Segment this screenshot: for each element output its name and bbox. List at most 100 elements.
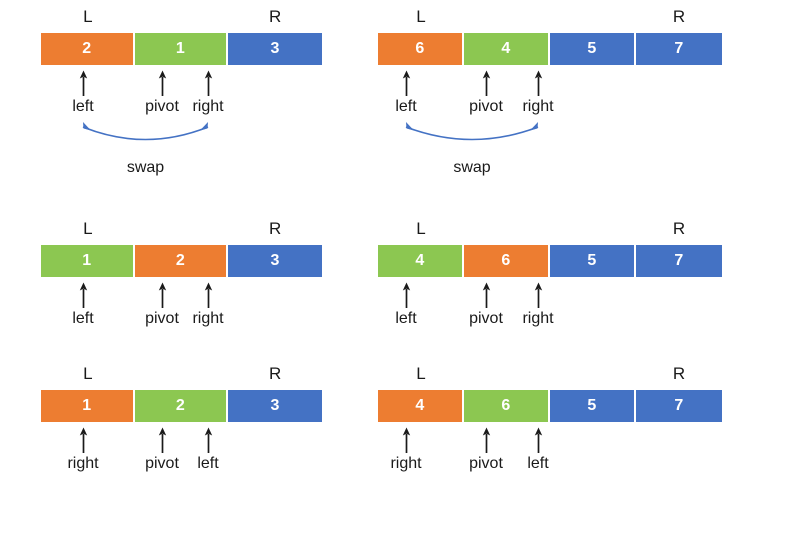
array-cell[interactable]: 5	[550, 245, 636, 277]
swap-label: swap	[453, 159, 491, 176]
arrow-up-icon	[371, 427, 441, 453]
array-cell[interactable]: 2	[134, 390, 229, 422]
array-cell[interactable]: 6	[464, 245, 550, 277]
array-cell[interactable]: 7	[636, 245, 722, 277]
array-cell-value: 7	[674, 397, 684, 414]
pointer-label: left	[197, 455, 219, 472]
array-bar: 4 6 5 7	[378, 390, 722, 422]
array-cell[interactable]: 6	[464, 390, 550, 422]
arrow-up-icon	[451, 282, 521, 308]
pointer-label: left	[395, 98, 417, 115]
pointer-marker: left	[371, 282, 441, 328]
arrow-up-icon	[48, 70, 118, 96]
array-cell-value: 5	[587, 40, 597, 57]
array-cell-value: 2	[175, 252, 186, 269]
array-cell[interactable]: 1	[41, 245, 135, 277]
array-cell[interactable]: 1	[41, 390, 135, 422]
array-cell[interactable]: 5	[550, 33, 636, 65]
pointer-marker: left	[48, 282, 118, 328]
arrow-up-icon	[503, 70, 573, 96]
array-cell[interactable]: 4	[378, 245, 464, 277]
swap-arc-icon	[400, 120, 544, 159]
pointer-marker: pivot	[451, 427, 521, 473]
arrow-up-icon	[503, 427, 573, 453]
array-cell-value: 1	[175, 40, 186, 57]
bound-label-left: L	[83, 364, 93, 383]
pointer-marker: pivot	[451, 282, 521, 328]
arrow-up-icon	[503, 282, 573, 308]
pointer-label: pivot	[145, 98, 179, 115]
arrow-up-icon	[371, 282, 441, 308]
pointer-marker: left	[503, 427, 573, 473]
array-cell[interactable]: 5	[550, 390, 636, 422]
arrow-up-icon	[451, 427, 521, 453]
pointer-label: right	[390, 455, 422, 472]
pointer-marker: pivot	[127, 427, 197, 473]
arrow-up-icon	[173, 70, 243, 96]
array-cell-value: 5	[587, 252, 597, 269]
array-cell[interactable]: 3	[228, 33, 322, 65]
array-cell[interactable]: 2	[41, 33, 135, 65]
pointer-marker: left	[173, 427, 243, 473]
pointer-label: right	[67, 455, 99, 472]
pointer-label: pivot	[469, 98, 503, 115]
array-cell-value: 1	[82, 397, 92, 414]
pointer-label: left	[527, 455, 549, 472]
pointer-label: right	[192, 310, 224, 327]
pointer-marker: pivot	[451, 70, 521, 116]
array-bar: 4 6 5 7	[378, 245, 722, 277]
array-cell[interactable]: 6	[378, 33, 464, 65]
bound-label-right: R	[269, 219, 282, 238]
array-cell[interactable]: 4	[464, 33, 550, 65]
array-cell[interactable]: 7	[636, 33, 722, 65]
bound-label-left: L	[83, 7, 93, 26]
arrow-up-icon	[371, 70, 441, 96]
pointer-marker: right	[503, 70, 573, 116]
array-cell-value: 4	[415, 397, 425, 414]
bound-label-left: L	[416, 219, 426, 238]
pointer-marker: pivot	[127, 282, 197, 328]
array-cell[interactable]: 7	[636, 390, 722, 422]
array-cell-value: 3	[270, 40, 280, 57]
array-bar: 1 2 3	[41, 390, 322, 422]
array-cell-value: 6	[501, 397, 511, 414]
array-cell-value: 2	[175, 397, 186, 414]
bound-label-right: R	[672, 7, 686, 26]
array-cell[interactable]: 2	[134, 245, 229, 277]
arrow-up-icon	[173, 427, 243, 453]
pointer-marker: left	[371, 70, 441, 116]
array-cell-value: 7	[674, 252, 684, 269]
bound-label-right: R	[269, 364, 282, 383]
array-cell[interactable]: 3	[228, 245, 322, 277]
pointer-label: pivot	[469, 455, 503, 472]
pointer-label: right	[522, 98, 554, 115]
arrow-up-icon	[127, 282, 197, 308]
arrow-up-icon	[127, 70, 197, 96]
array-bar: 1 2 3	[41, 245, 322, 277]
pointer-marker: pivot	[127, 70, 197, 116]
array-cell-value: 3	[270, 397, 280, 414]
bound-label-right: R	[672, 219, 686, 238]
bound-label-right: R	[269, 7, 282, 26]
bound-label-left: L	[416, 7, 426, 26]
array-cell[interactable]: 4	[378, 390, 464, 422]
pointer-marker: left	[48, 70, 118, 116]
swap-arc-icon	[77, 120, 214, 159]
array-cell[interactable]: 1	[134, 33, 229, 65]
bound-label-left: L	[83, 219, 93, 238]
array-cell[interactable]: 3	[228, 390, 322, 422]
array-cell-value: 7	[674, 40, 684, 57]
arrow-up-icon	[127, 427, 197, 453]
array-cell-value: 6	[501, 252, 511, 269]
array-bar: 2 1 3	[41, 33, 322, 65]
pointer-label: left	[72, 310, 94, 327]
array-cell-value: 1	[82, 252, 92, 269]
bound-label-left: L	[416, 364, 426, 383]
